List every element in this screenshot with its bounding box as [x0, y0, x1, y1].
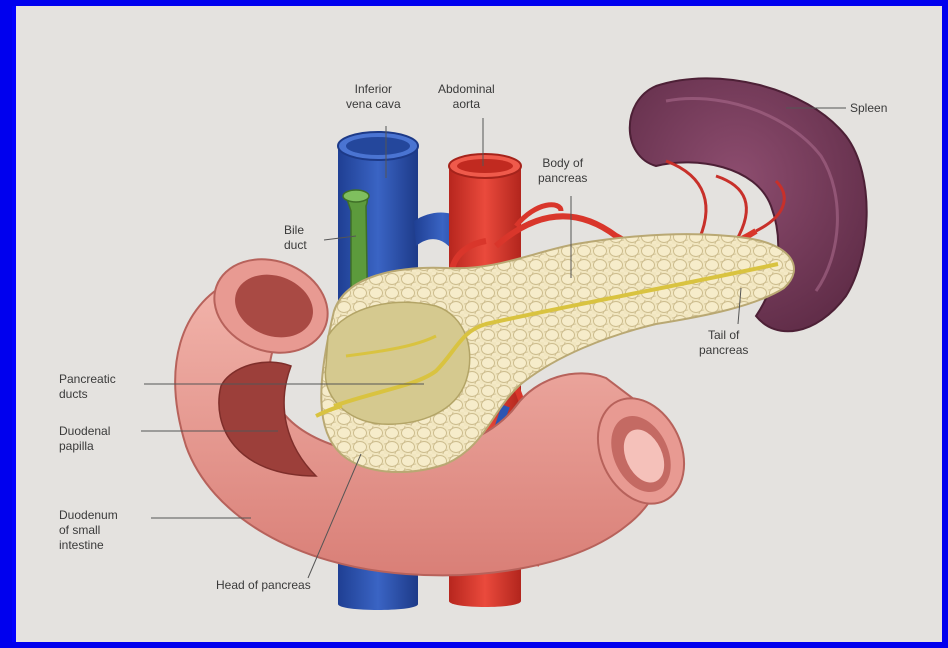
label-line: papilla [59, 439, 110, 454]
label-head-of-pancreas: Head of pancreas [216, 578, 311, 593]
diagram-panel: Inferior vena cava Abdominal aorta Body … [12, 6, 942, 642]
label-line: Bile [284, 223, 307, 238]
label-line: duct [284, 238, 307, 253]
label-tail-of-pancreas: Tail of pancreas [699, 328, 748, 358]
label-line: Body of [538, 156, 587, 171]
label-line: pancreas [699, 343, 748, 358]
label-duodenal-papilla: Duodenal papilla [59, 424, 110, 454]
label-line: pancreas [538, 171, 587, 186]
label-line: Abdominal [438, 82, 495, 97]
label-line: Pancreatic [59, 372, 116, 387]
label-pancreatic-ducts: Pancreatic ducts [59, 372, 116, 402]
label-line: Duodenum [59, 508, 118, 523]
label-line: Inferior [346, 82, 401, 97]
label-line: ducts [59, 387, 116, 402]
label-line: Head of pancreas [216, 578, 311, 593]
label-line: aorta [438, 97, 495, 112]
label-line: vena cava [346, 97, 401, 112]
label-body-of-pancreas: Body of pancreas [538, 156, 587, 186]
label-line: Duodenal [59, 424, 110, 439]
label-line: of small [59, 523, 118, 538]
label-spleen: Spleen [850, 101, 887, 116]
label-inferior-vena-cava: Inferior vena cava [346, 82, 401, 112]
label-line: intestine [59, 538, 118, 553]
label-line: Spleen [850, 101, 887, 116]
label-bile-duct: Bile duct [284, 223, 307, 253]
label-line: Tail of [699, 328, 748, 343]
label-abdominal-aorta: Abdominal aorta [438, 82, 495, 112]
label-duodenum: Duodenum of small intestine [59, 508, 118, 553]
